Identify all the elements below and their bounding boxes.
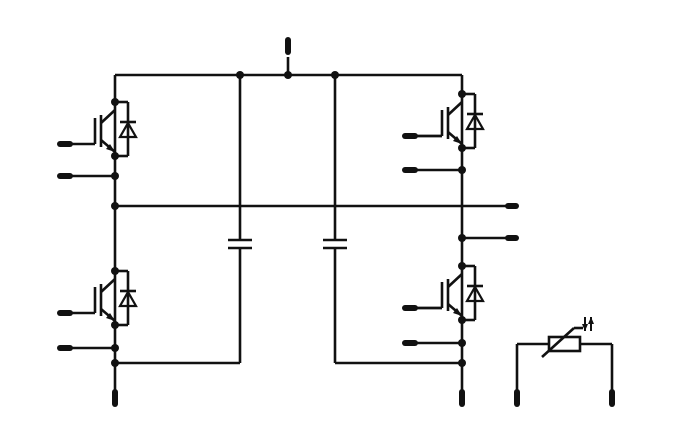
junction-dots (111, 71, 466, 367)
dc-bus-wiring (113, 57, 508, 390)
capacitor-left (228, 75, 252, 363)
igbt-lower-left (63, 269, 138, 350)
ntc-thermistor (515, 317, 614, 393)
terminal-pins (57, 37, 615, 407)
igbt-upper-left (63, 100, 138, 178)
capacitor-right (323, 75, 347, 363)
igbt-upper-right (410, 92, 485, 172)
igbt-lower-right (410, 264, 485, 345)
temperature-arrows-icon (582, 317, 594, 331)
